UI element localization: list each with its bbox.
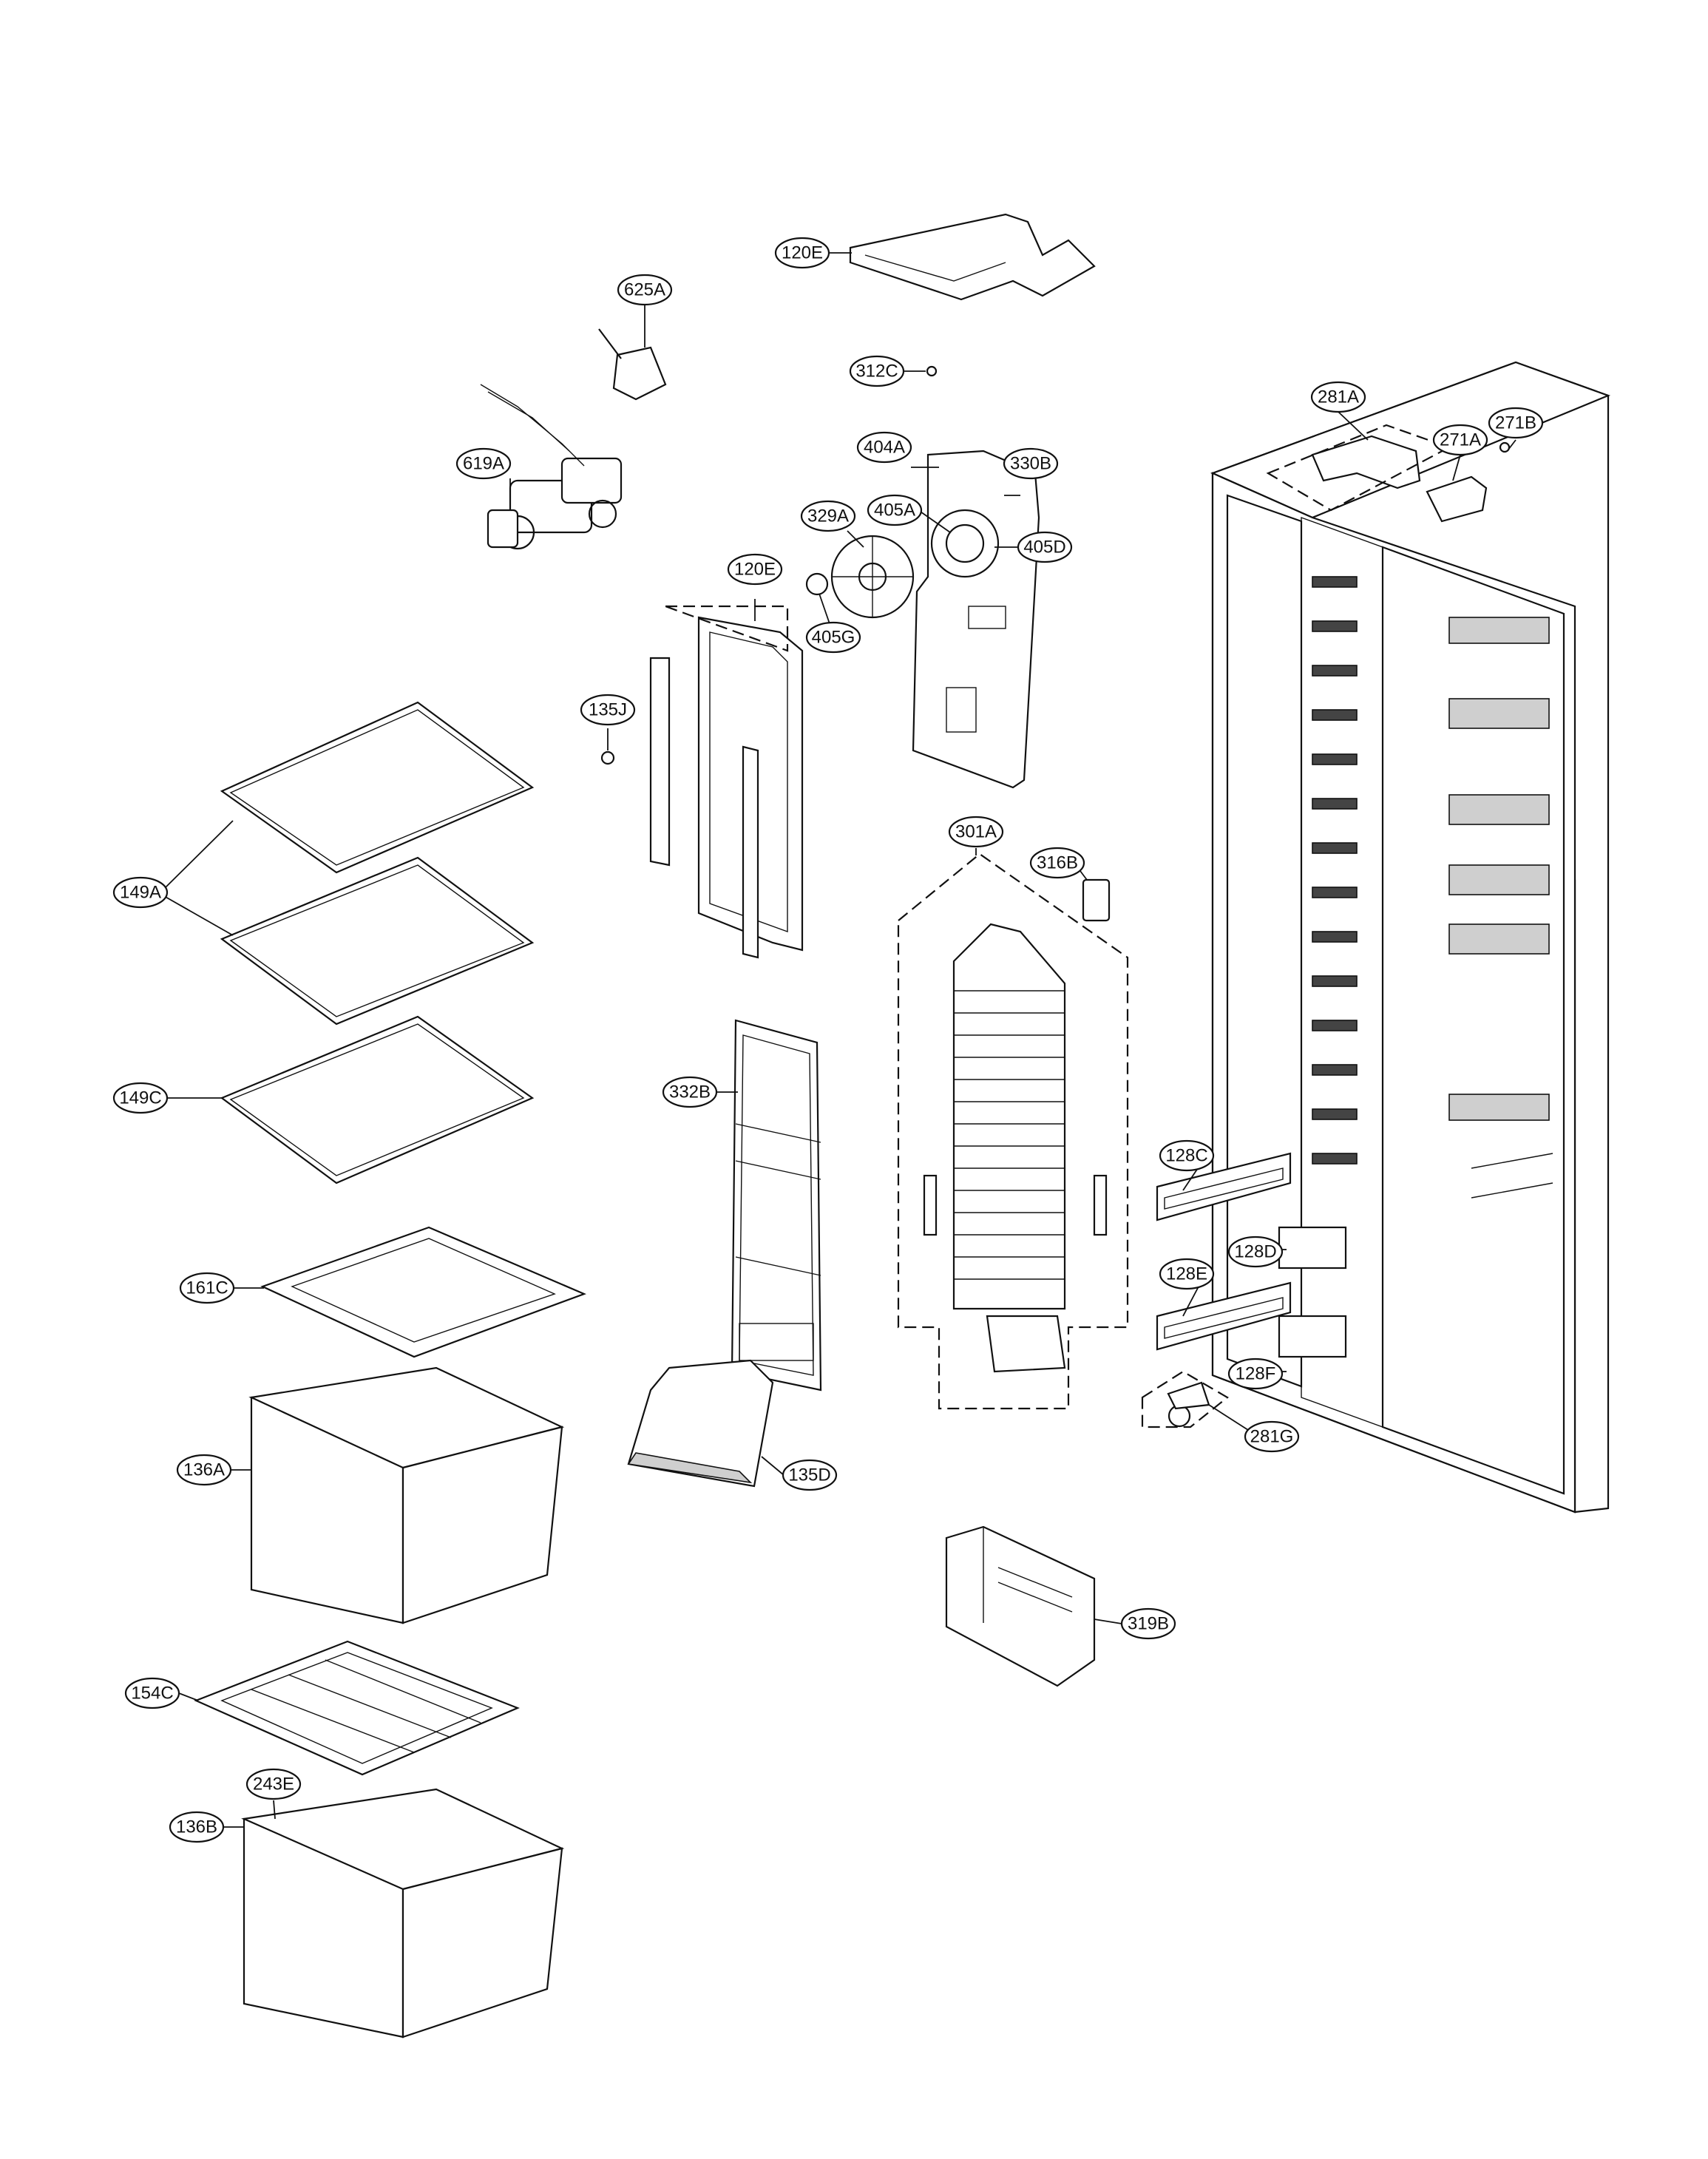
callout-404a: 404A — [856, 431, 912, 464]
callout-128e: 128E — [1159, 1258, 1215, 1290]
cabinet-freezer-slots — [1312, 576, 1358, 1165]
callout-128d: 128D — [1227, 1236, 1284, 1268]
callout-619a: 619A — [455, 447, 512, 480]
crisper-drawer-136a — [248, 1366, 565, 1624]
callout-label: 149C — [119, 1088, 161, 1108]
callout-329a: 329A — [800, 500, 856, 532]
bin-135d — [627, 1359, 774, 1488]
callout-label: 619A — [463, 454, 504, 474]
callout-154c: 154C — [124, 1677, 180, 1709]
slide-rail-128c — [1156, 1152, 1292, 1221]
callout-label: 281G — [1250, 1427, 1294, 1447]
refrigerator-cabinet — [1210, 361, 1611, 1514]
cover-dashed-guide — [665, 605, 789, 652]
callout-label: 301A — [955, 822, 997, 842]
callout-316b: 316B — [1029, 847, 1085, 879]
callout-label: 120E — [734, 560, 776, 580]
strip-135j — [600, 657, 671, 867]
callout-243e: 243E — [245, 1768, 302, 1800]
callout-161c: 161C — [179, 1272, 235, 1304]
callout-149a: 149A — [112, 876, 169, 909]
callout-label: 136B — [176, 1817, 217, 1837]
motor-cap-405g — [805, 572, 829, 596]
glass-shelf-149a-2 — [220, 856, 535, 1026]
duct-120e-top — [849, 213, 1096, 301]
leveler-281g — [1141, 1370, 1229, 1428]
callout-label: 330B — [1010, 454, 1051, 474]
callout-label: 135J — [589, 700, 627, 720]
water-valve-619a — [480, 384, 623, 550]
callout-label: 332B — [669, 1082, 711, 1102]
callout-label: 128F — [1236, 1364, 1276, 1384]
crisper-drawer-136b — [241, 1788, 565, 2038]
rear-panel-332b — [731, 1019, 822, 1392]
cabinet-shelf-rails — [1448, 617, 1553, 1199]
evaporator-fins — [954, 990, 1065, 1280]
callout-label: 312C — [855, 362, 898, 382]
callout-405d: 405D — [1017, 531, 1073, 563]
callout-405a: 405A — [867, 494, 923, 526]
callout-405g: 405G — [805, 621, 861, 654]
callout-128c: 128C — [1159, 1139, 1215, 1172]
callout-label: 136A — [183, 1460, 225, 1480]
callout-136b: 136B — [169, 1811, 225, 1843]
callout-136a: 136A — [176, 1454, 232, 1486]
callout-120e-top: 120E — [774, 237, 830, 269]
callout-281a: 281A — [1310, 381, 1366, 413]
callout-271b: 271B — [1488, 407, 1544, 439]
block-316b — [1082, 878, 1111, 922]
callout-120e-mid: 120E — [727, 553, 783, 586]
callout-label: 128D — [1234, 1242, 1276, 1262]
callout-281g: 281G — [1244, 1420, 1300, 1453]
slide-rail-128e — [1156, 1281, 1292, 1351]
callout-271a: 271A — [1432, 424, 1488, 456]
callout-label: 128C — [1165, 1146, 1207, 1166]
callout-label: 405G — [812, 628, 855, 648]
drawer-tray-154c — [194, 1640, 520, 1776]
callout-label: 271A — [1440, 430, 1481, 450]
glass-shelf-149c — [220, 1015, 535, 1184]
callout-301a: 301A — [948, 816, 1004, 848]
cover-319b — [945, 1525, 1096, 1687]
callout-128f: 128F — [1227, 1358, 1284, 1390]
callout-label: 405D — [1023, 538, 1065, 557]
callout-625a: 625A — [617, 274, 673, 306]
callout-label: 120E — [782, 243, 823, 263]
callout-label: 319B — [1128, 1614, 1169, 1634]
callout-135d: 135D — [782, 1459, 838, 1491]
screw-312c — [926, 365, 938, 377]
callout-label: 281A — [1318, 387, 1359, 407]
fan-blade-329a — [830, 535, 915, 619]
cover-120e-mid — [697, 616, 804, 959]
drawer-cover-frame-161c — [260, 1226, 586, 1358]
callout-332b: 332B — [662, 1076, 718, 1108]
callout-label: 243E — [253, 1775, 294, 1794]
leader-lines — [163, 252, 1516, 1828]
callout-319b: 319B — [1120, 1607, 1176, 1640]
callout-label: 135D — [788, 1465, 830, 1485]
callout-label: 149A — [120, 883, 161, 903]
callout-label: 128E — [1166, 1264, 1207, 1284]
cover-625a — [598, 328, 667, 401]
callout-135j: 135J — [580, 694, 636, 726]
callout-149c: 149C — [112, 1082, 169, 1114]
callout-label: 329A — [807, 506, 849, 526]
callout-label: 404A — [864, 438, 905, 458]
glass-shelf-149a-1 — [220, 701, 535, 874]
callout-label: 154C — [131, 1684, 173, 1704]
fan-housing-330b — [912, 450, 1040, 789]
callout-label: 271B — [1495, 413, 1536, 433]
callout-label: 161C — [186, 1278, 228, 1298]
callout-label: 316B — [1037, 853, 1078, 873]
callout-label: 625A — [624, 280, 665, 300]
callout-label: 405A — [874, 501, 915, 521]
evaporator-301a — [897, 853, 1129, 1410]
callout-330b: 330B — [1003, 447, 1059, 480]
callout-312c: 312C — [849, 355, 905, 387]
